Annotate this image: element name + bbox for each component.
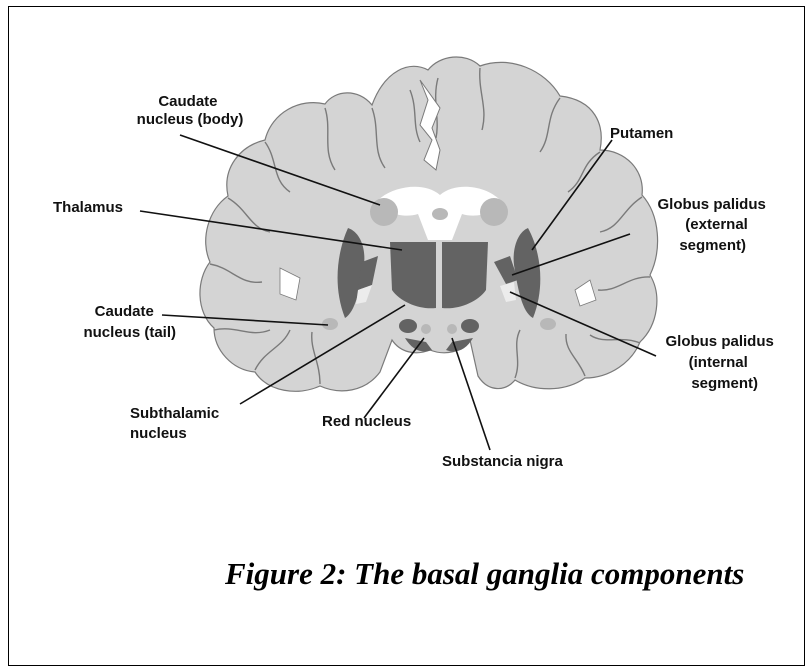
label-gp-internal: Globus palidus (internal segment) [665, 333, 778, 392]
ventricle-center [432, 208, 448, 220]
red-nucleus-left [421, 324, 431, 334]
basal-ganglia-diagram: Caudate nucleus (body) Thalamus Caudate … [0, 0, 812, 650]
label-red-nucleus: Red nucleus [322, 413, 411, 430]
caudate-tail-right [540, 318, 556, 330]
brain-coronal-section [200, 57, 658, 391]
label-gp-external: Globus palidus (external segment) [657, 196, 770, 254]
label-caudate-tail: Caudate nucleus (tail) [83, 303, 176, 341]
subthalamic-right [461, 319, 479, 333]
figure-caption: Figure 2: The basal ganglia components [224, 556, 744, 591]
red-nucleus-right [447, 324, 457, 334]
label-thalamus: Thalamus [53, 199, 123, 216]
caudate-body-right [480, 198, 508, 226]
label-caudate-body: Caudate nucleus (body) [137, 93, 244, 128]
label-substancia-nigra: Substancia nigra [442, 453, 564, 470]
label-subthalamic: Subthalamic nucleus [130, 405, 223, 442]
subthalamic-left [399, 319, 417, 333]
label-putamen: Putamen [610, 125, 673, 142]
